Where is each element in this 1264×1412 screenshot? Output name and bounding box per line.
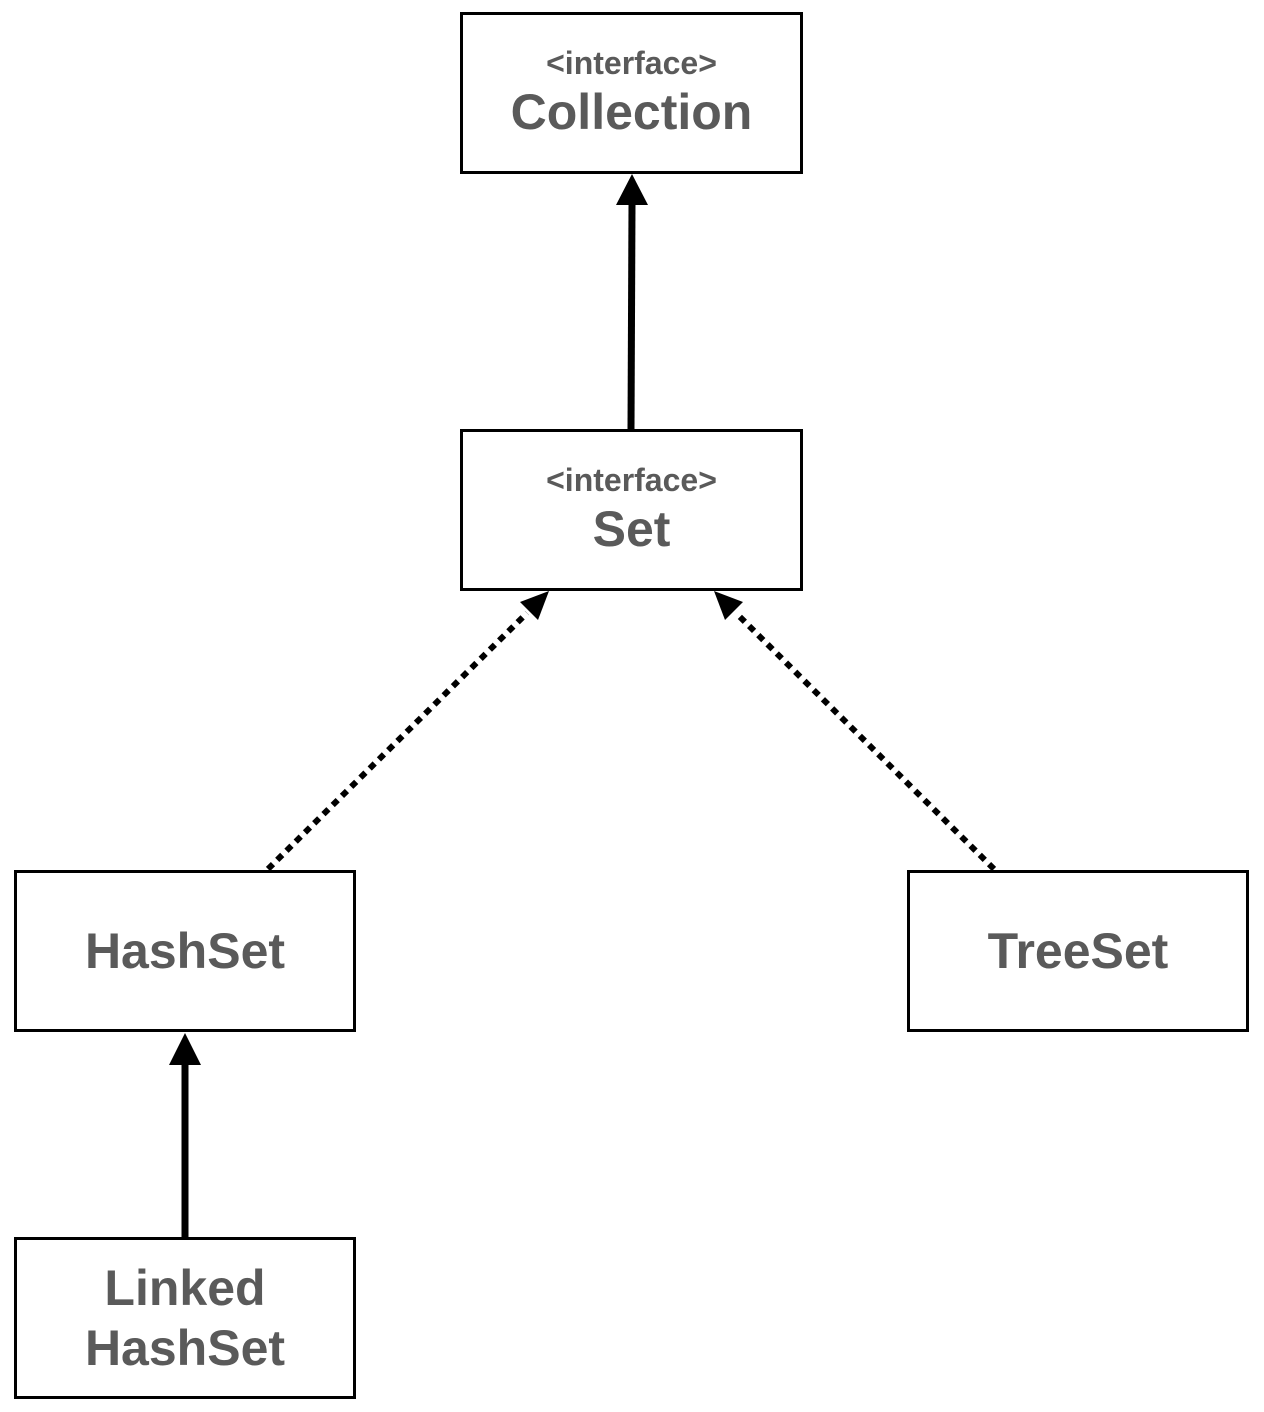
treeset-name: TreeSet — [987, 923, 1169, 979]
linked-hashset-class-box: Linked HashSet — [14, 1237, 356, 1399]
set-interface-box: <interface> Set — [460, 429, 803, 591]
collection-name: Collection — [510, 84, 753, 140]
treeset-class-box: TreeSet — [907, 870, 1249, 1032]
set-name: Set — [592, 501, 671, 557]
edge-hashset-to-set — [265, 591, 549, 872]
hashset-class-box: HashSet — [14, 870, 356, 1032]
edge-set-to-collection — [616, 174, 648, 430]
linked-hashset-name-line2: HashSet — [84, 1320, 286, 1376]
linked-hashset-name-line1: Linked — [104, 1260, 266, 1316]
edge-linkedhashset-to-hashset — [169, 1033, 201, 1237]
set-stereotype: <interface> — [546, 462, 717, 498]
collection-interface-box: <interface> Collection — [460, 12, 803, 174]
edge-treeset-to-set — [714, 591, 997, 872]
collection-stereotype: <interface> — [546, 45, 717, 81]
hashset-name: HashSet — [84, 923, 286, 979]
